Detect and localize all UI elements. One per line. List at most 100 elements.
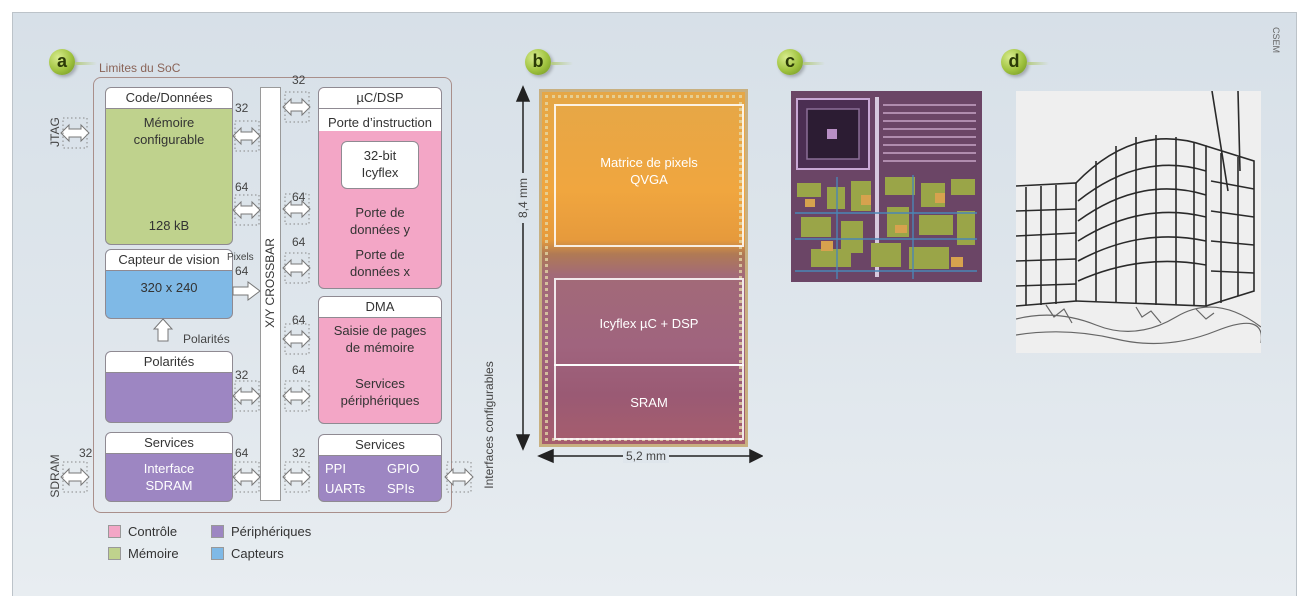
bus-width-portx-64: 64 (292, 235, 306, 249)
data-port-x-line1: Porte de (355, 247, 405, 262)
legend-label-peripherals: Périphériques (231, 524, 312, 539)
bus-width-pixels-64: 64 (235, 264, 249, 278)
panel-d-letter: d (1008, 51, 1020, 71)
layout-microphotograph-svg (791, 91, 982, 282)
pixel-array-label-line2: QVGA (630, 172, 668, 187)
panel-a-badge-tail (75, 62, 97, 65)
bus-arrow-code-32 (232, 126, 261, 146)
soc-boundary (93, 77, 452, 513)
block-services-sdram-title: Services (106, 433, 232, 454)
block-services-sdram: Services (105, 432, 233, 502)
block-code-data-line1: Mémoire (143, 115, 195, 130)
bus-arrow-dma-paging-64 (282, 329, 311, 349)
sdram-ext-arrow (60, 467, 90, 487)
legend-swatch-sensors (211, 547, 224, 560)
polarites-arrow-label: Polarités (183, 332, 230, 346)
polarites-up-arrow (152, 318, 174, 342)
edge-detection-sketch (1016, 91, 1261, 353)
panel-c-badge: c (777, 49, 803, 75)
bus-arrow-porty-64 (282, 199, 311, 219)
block-vision-sensor-resolution: 320 x 240 (140, 280, 198, 295)
block-code-data-title: Code/Données (106, 88, 232, 109)
block-uc-dsp-instr-band (319, 109, 441, 131)
icyflex-core-box (341, 141, 419, 189)
legend-label-memory: Mémoire (128, 546, 179, 561)
block-services-periph-title: Services (319, 435, 441, 456)
data-port-y-line2: données y (350, 222, 410, 237)
block-code-data: Code/Données (105, 87, 233, 245)
block-polarites: Polarités (105, 351, 233, 423)
pixel-array-label-line1: Matrice de pixels (600, 155, 698, 170)
icyflex-core-line1: 32-bit (363, 148, 397, 163)
periph-ppi: PPI (325, 461, 346, 476)
block-vision-sensor-title: Capteur de vision (106, 250, 232, 271)
jtag-arrow (60, 123, 90, 143)
block-services-sdram-line2: SDRAM (145, 478, 193, 493)
block-code-data-line2: configurable (133, 132, 205, 147)
bus-arrow-pixels-64 (232, 281, 261, 301)
periph-uarts: UARTs (325, 481, 366, 496)
bus-arrow-code-64 (232, 200, 261, 220)
bus-width-sdram-ext-32: 32 (79, 446, 93, 460)
bus-width-sdram-64: 64 (235, 446, 249, 460)
bus-width-dma-services-64: 64 (292, 363, 306, 377)
dma-paging-line1: Saisie de pages (333, 323, 427, 338)
data-port-x-line2: données x (350, 264, 410, 279)
panel-a-letter: a (56, 51, 67, 71)
die-width-label: 5,2 mm (623, 449, 670, 463)
figure-panel: a Limites du SoC X/Y CROSSBAR Code/Donné… (12, 12, 1297, 596)
panel-c-letter: c (784, 51, 795, 71)
block-dma: DMA (318, 296, 442, 424)
bus-arrows (60, 91, 474, 493)
bus-width-polarites-32: 32 (235, 368, 249, 382)
block-services-periph: Services (318, 434, 442, 502)
corner-credit: CSEM (1271, 27, 1281, 54)
jtag-label: JTAG (48, 117, 62, 147)
legend-label-control: Contrôle (128, 524, 178, 539)
dma-services-line1: Services (355, 376, 405, 391)
icyflex-core-line2: Icyflex (361, 165, 399, 180)
layout-microphotograph (791, 91, 982, 282)
bus-width-pixels-label: Pixels (227, 252, 254, 263)
legend-swatch-peripherals (211, 525, 224, 538)
sram-region (554, 364, 744, 440)
panel-b-badge: b (525, 49, 551, 75)
sram-label: SRAM (630, 395, 668, 410)
sdram-ext-label: SDRAM (48, 454, 62, 498)
block-polarites-title: Polarités (106, 352, 232, 373)
block-code-data-size: 128 kB (148, 218, 190, 233)
bus-arrow-instr-32 (282, 97, 311, 117)
crossbar-bar (260, 87, 281, 501)
block-vision-sensor: Capteur de vision (105, 249, 233, 319)
panel-b-badge-tail (551, 62, 573, 65)
panel-a-badge: a (49, 49, 75, 75)
die-height-label: 8,4 mm (516, 173, 530, 223)
bus-width-dma-paging-64: 64 (292, 313, 306, 327)
data-port-y-line1: Porte de (355, 205, 405, 220)
bus-width-porty-64: 64 (292, 190, 306, 204)
bus-arrow-services-32 (282, 467, 311, 487)
bus-width-services-32: 32 (292, 446, 306, 460)
block-dma-title: DMA (319, 297, 441, 318)
configurable-interfaces-label: Interfaces configurables (482, 361, 496, 489)
block-uc-dsp-title: µC/DSP (319, 88, 441, 109)
legend-label-sensors: Capteurs (231, 546, 284, 561)
bus-arrow-polarites-32 (232, 386, 261, 406)
cpu-dsp-label: Icyflex µC + DSP (599, 316, 699, 331)
block-uc-dsp-instr-port: Porte d’instruction (327, 115, 433, 130)
panel-c-badge-tail (803, 62, 825, 65)
dma-services-line2: périphériques (340, 393, 420, 408)
bus-arrow-sdram-64 (232, 467, 261, 487)
bus-width-instr-32: 32 (292, 73, 306, 87)
bus-width-code-64: 64 (235, 180, 249, 194)
block-services-sdram-line1: Interface (143, 461, 195, 476)
soc-boundary-label: Limites du SoC (99, 61, 181, 75)
interfaces-ext-arrow (444, 467, 474, 487)
panel-b-letter: b (532, 51, 544, 71)
panel-d-badge: d (1001, 49, 1027, 75)
pixel-array-region (554, 104, 744, 247)
bus-width-code-32: 32 (235, 101, 249, 115)
panel-d-badge-tail (1027, 62, 1049, 65)
bus-arrow-dma-services-64 (282, 386, 311, 406)
